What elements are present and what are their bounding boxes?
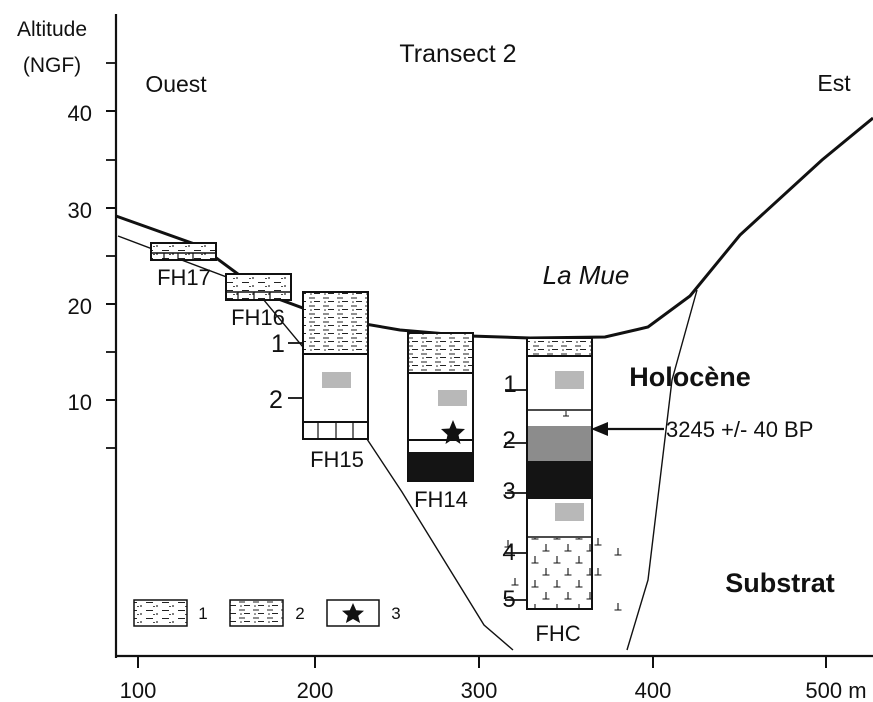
core-label-fh15: FH15	[310, 447, 364, 472]
core-fh16	[225, 273, 292, 301]
layer-number: 3	[502, 478, 515, 505]
substrate-symbols	[504, 538, 622, 611]
legend-label: 1	[198, 604, 207, 623]
star-icon	[342, 603, 364, 623]
y-axis-title-line1: Altitude	[17, 18, 87, 41]
y-axis-title-line2: (NGF)	[23, 54, 81, 77]
core-label-fh14: FH14	[414, 487, 468, 512]
ground-surface-line	[115, 116, 873, 340]
layer-number: 5	[502, 586, 515, 613]
x-tick-label: 300	[461, 678, 498, 702]
legend-item-sample	[326, 599, 380, 627]
radiocarbon-date-label: 3245 +/- 40 BP	[666, 417, 813, 442]
layer-number: 1	[271, 330, 285, 358]
legend-label: 3	[391, 604, 400, 623]
star-icon	[441, 420, 465, 444]
layer-number: 2	[269, 386, 283, 414]
x-axis	[115, 654, 873, 668]
core-fh17	[150, 242, 217, 261]
layer-number: 1	[503, 371, 516, 398]
core-label-fh17: FH17	[157, 265, 211, 290]
west-label: Ouest	[145, 71, 207, 97]
core-label-fhc: FHC	[535, 621, 580, 646]
east-label: Est	[817, 70, 851, 96]
core-label-fh16: FH16	[231, 305, 285, 330]
x-tick-label: 500 m	[805, 678, 866, 702]
y-tick-label: 20	[68, 294, 92, 319]
layer-number: 4	[502, 539, 515, 566]
x-tick-label: 100	[120, 678, 157, 702]
legend-label: 2	[295, 604, 304, 623]
core-fh14	[407, 332, 474, 482]
layer-number: 2	[502, 427, 515, 454]
core-fhc	[505, 337, 593, 610]
y-tick-label: 40	[68, 101, 92, 126]
x-tick-label: 200	[297, 678, 334, 702]
core-fh15	[288, 291, 369, 440]
y-axis	[106, 14, 118, 658]
substrate-label: Substrat	[725, 568, 835, 598]
x-tick-label: 400	[635, 678, 672, 702]
transect-title: Transect 2	[399, 40, 516, 68]
substrate-boundary-east	[626, 289, 698, 651]
legend: 1 2 3	[133, 599, 401, 627]
arrow-head-icon	[591, 422, 608, 436]
legend-item-sand	[229, 599, 284, 627]
legend-item-silt	[133, 599, 188, 627]
river-label: La Mue	[543, 260, 630, 290]
y-tick-label: 30	[68, 198, 92, 223]
holocene-label: Holocène	[629, 362, 751, 392]
y-tick-label: 10	[68, 390, 92, 415]
